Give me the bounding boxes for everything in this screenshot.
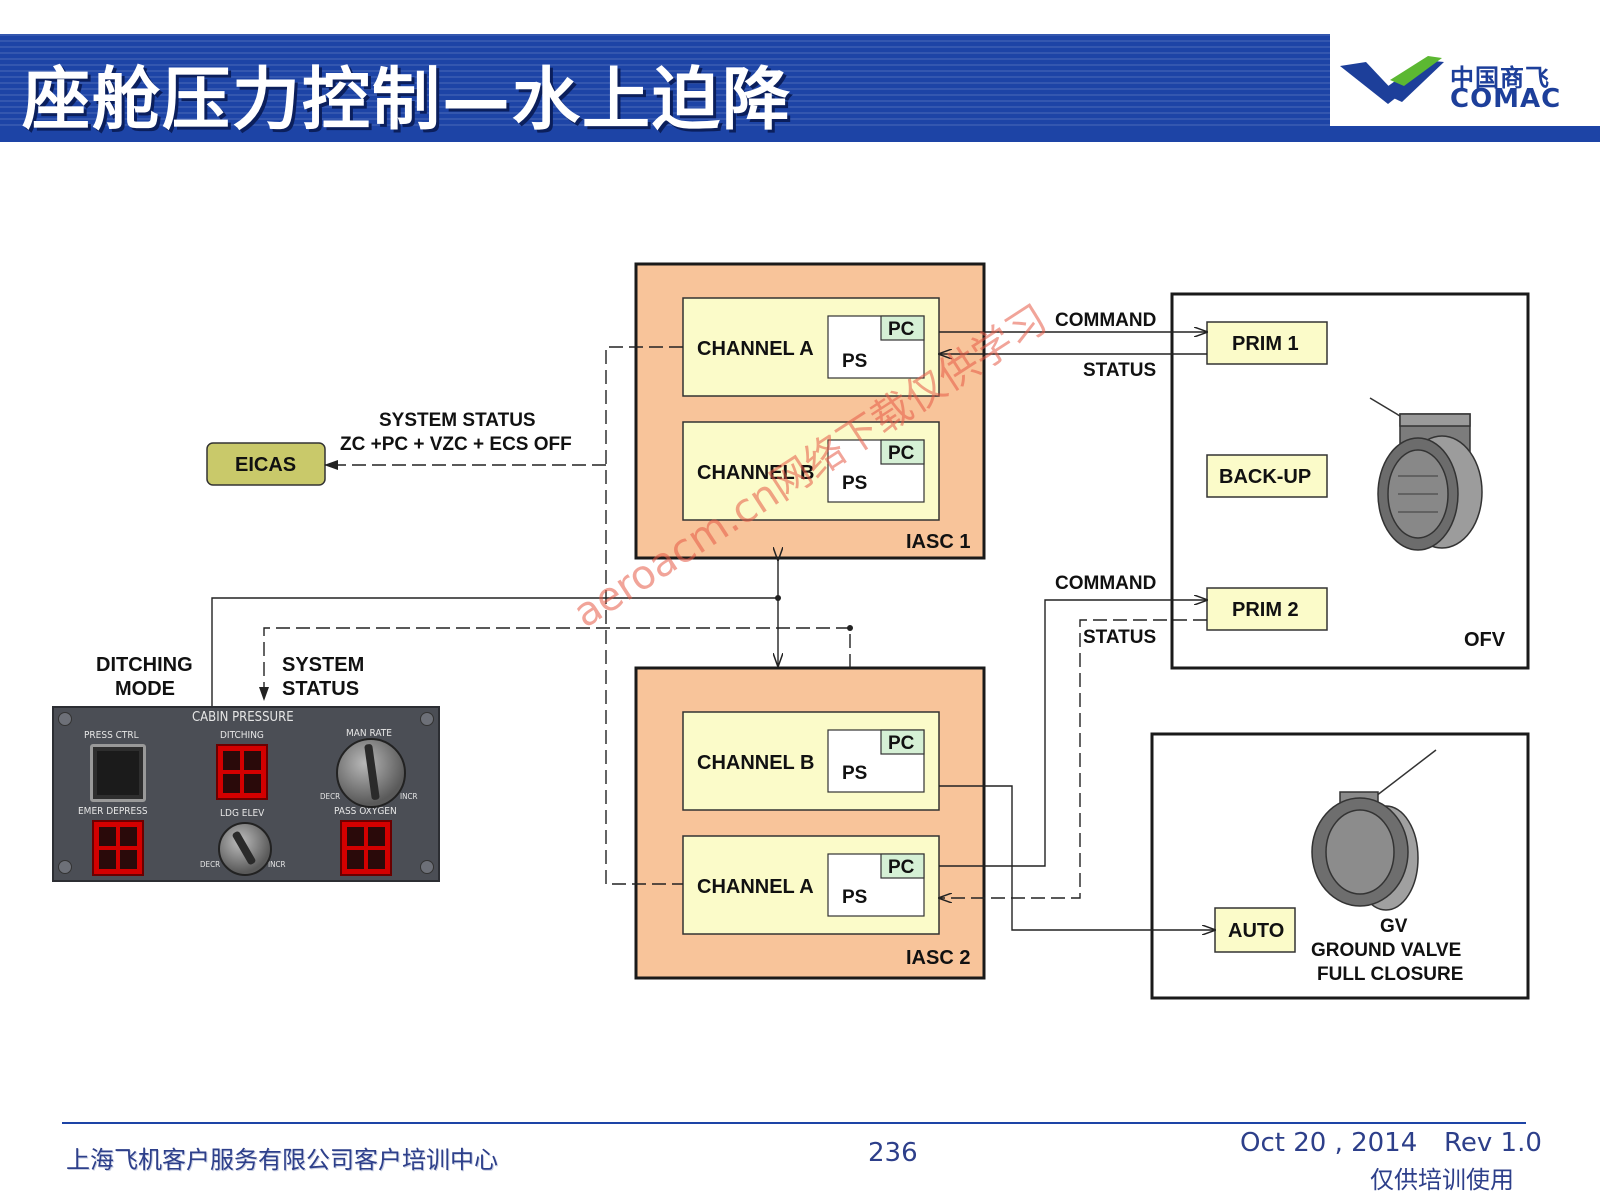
iasc2-channel-a-ps-label: PS (842, 887, 867, 908)
ldg-elev-decr-label: DECR (200, 860, 221, 869)
prim2-label: PRIM 2 (1232, 599, 1299, 621)
logo-cn-text: 中国商飞 (1450, 64, 1550, 92)
iasc1-channel-a-label: CHANNEL A (697, 338, 814, 360)
system-status-top-label: SYSTEM STATUS (379, 410, 536, 431)
system-status-left-label-line1: SYSTEM (282, 654, 364, 676)
system-status-formula-label: ZC +PC + VZC + ECS OFF (340, 434, 572, 455)
line-command2 (939, 600, 1207, 867)
status1-label: STATUS (1083, 360, 1156, 381)
man-rate-incr-label: INCR (400, 792, 418, 801)
gv-label-line3: FULL CLOSURE (1317, 964, 1463, 985)
screw-icon (58, 712, 72, 726)
footer-divider (62, 1122, 1526, 1124)
prim1-box (1206, 321, 1328, 365)
emer-depress-label: EMER DEPRESS (78, 806, 148, 817)
gv-label-line2: GROUND VALVE (1311, 940, 1461, 961)
connection-lines (211, 332, 1215, 930)
ditching-mode-label-line2: MODE (115, 678, 175, 700)
emer-depress-button[interactable] (92, 820, 144, 876)
iasc1-channel-b-label: CHANNEL B (697, 462, 814, 484)
footer-note: 仅供培训使用 (1370, 1166, 1514, 1194)
iasc1-channel-b-pc-box (880, 439, 925, 465)
iasc1-channel-a-ps-label: PS (842, 351, 867, 372)
iasc2-channel-a-pc-box (880, 853, 925, 879)
cabin-pressure-panel: CABIN PRESSURE PRESS CTRL DITCHING MAN R… (52, 706, 440, 882)
footer-revision: Rev 1.0 (1444, 1128, 1542, 1158)
command2-label: COMMAND (1055, 573, 1156, 594)
man-rate-decr-label: DECR (320, 792, 341, 801)
line-status2 (939, 619, 1207, 898)
line-eicas-bus (605, 346, 683, 885)
iasc2-channel-b-label: CHANNEL B (697, 752, 814, 774)
prim1-label: PRIM 1 (1232, 333, 1299, 355)
page-title: 座舱压力控制—水上迫降 (22, 61, 793, 140)
iasc1-channel-a-pc-label: PC (888, 319, 915, 340)
ldg-elev-label: LDG ELEV (220, 808, 265, 819)
man-rate-label: MAN RATE (346, 728, 392, 739)
iasc2-label: IASC 2 (906, 947, 970, 969)
ldg-elev-knob[interactable] (218, 822, 272, 876)
iasc1-label: IASC 1 (906, 531, 970, 553)
junction-dot-1 (775, 595, 781, 601)
panel-title: CABIN PRESSURE (192, 710, 294, 725)
ditching-label: DITCHING (220, 730, 264, 741)
pass-oxygen-button[interactable] (340, 820, 392, 876)
title-underline (0, 126, 1600, 142)
iasc2-channel-b-pc-box (880, 729, 925, 755)
status2-label: STATUS (1083, 627, 1156, 648)
backup-label: BACK-UP (1219, 466, 1311, 488)
ditching-button[interactable] (216, 744, 268, 800)
line-system-status-left (259, 627, 850, 701)
footer-date: Oct 20 , 2014 (1240, 1128, 1418, 1158)
command1-label: COMMAND (1055, 310, 1156, 331)
line-auto (939, 785, 1215, 930)
ofv-label: OFV (1464, 629, 1506, 651)
system-status-left-label-line2: STATUS (282, 678, 359, 700)
iasc2-channel-a-pc-label: PC (888, 857, 915, 878)
eicas-label: EICAS (235, 454, 296, 476)
title-bar (0, 34, 1330, 140)
iasc1-channel-b-ps-label: PS (842, 473, 867, 494)
footer-page-number: 236 (868, 1138, 918, 1168)
ditching-mode-label-line1: DITCHING (96, 654, 193, 676)
gv-valve-icon (1311, 749, 1437, 911)
screw-icon (420, 860, 434, 874)
ldg-elev-incr-label: INCR (268, 860, 286, 869)
line-ditching-mode (211, 597, 778, 706)
auto-label: AUTO (1228, 920, 1284, 942)
comac-logo-icon (1340, 56, 1444, 104)
press-ctrl-label: PRESS CTRL (84, 730, 139, 741)
iasc2-channel-a-label: CHANNEL A (697, 876, 814, 898)
iasc2-channel-b-ps-label: PS (842, 763, 867, 784)
ofv-valve-icon (1369, 397, 1483, 551)
prim2-box (1206, 587, 1328, 631)
screw-icon (58, 860, 72, 874)
auto-box (1214, 907, 1296, 953)
press-ctrl-button[interactable] (90, 744, 146, 802)
footer-org: 上海飞机客户服务有限公司客户培训中心 (66, 1146, 498, 1174)
screw-icon (420, 712, 434, 726)
logo-en-text: COMAC (1450, 84, 1562, 114)
man-rate-knob[interactable] (336, 738, 406, 808)
iasc1-channel-b-pc-label: PC (888, 443, 915, 464)
pass-oxygen-label: PASS OXYGEN (334, 806, 397, 817)
junction-dot-2 (847, 625, 853, 631)
iasc1-channel-a-pc-box (880, 315, 925, 341)
iasc2-channel-b-pc-label: PC (888, 733, 915, 754)
backup-box (1206, 454, 1328, 498)
gv-label-line1: GV (1380, 916, 1408, 937)
